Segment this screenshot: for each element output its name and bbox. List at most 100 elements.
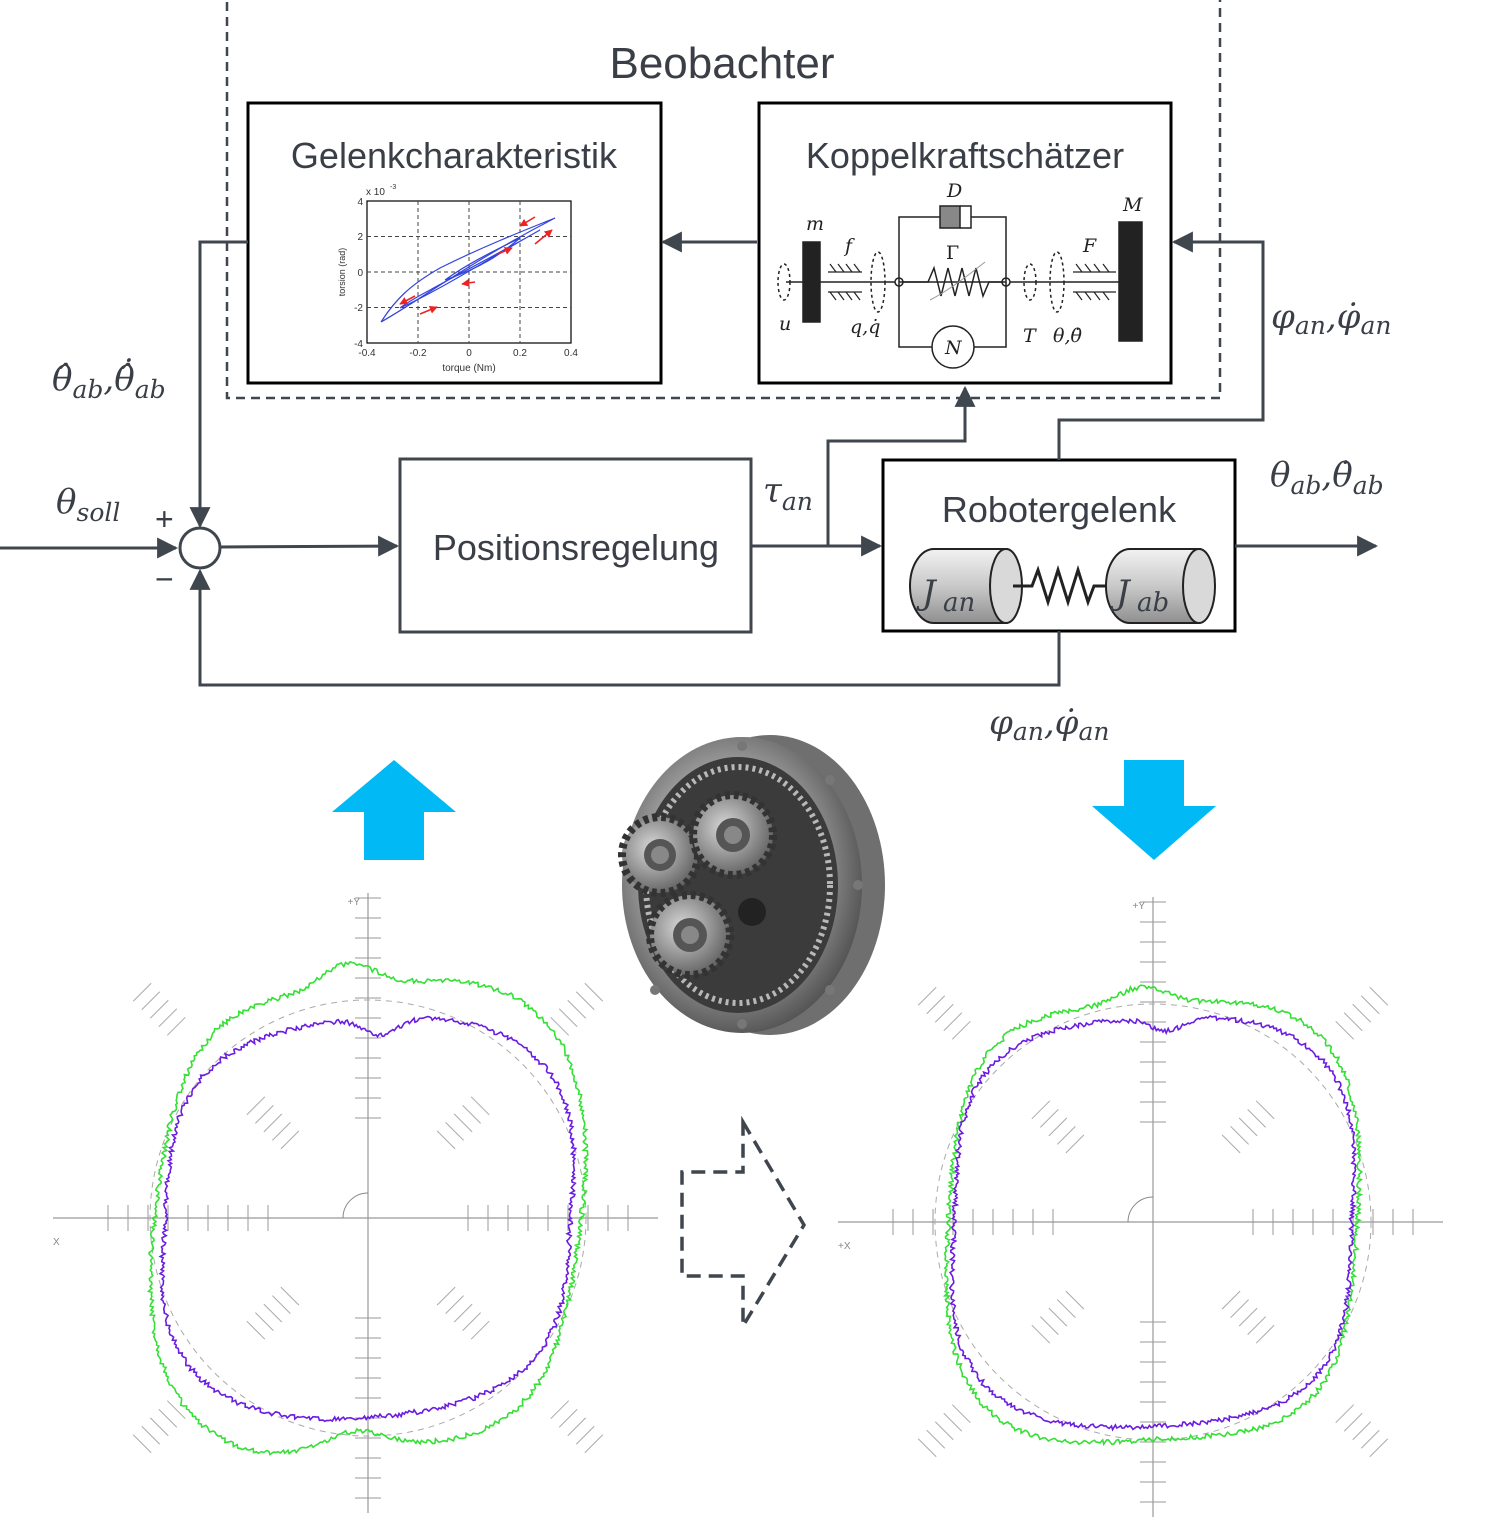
motor-angle-feedback-wire: [189, 568, 1061, 687]
hysteresis-loops: [380, 217, 556, 323]
hatch-mark: [246, 1096, 266, 1116]
hatch-mark: [1352, 1003, 1372, 1023]
sym-M: M: [1122, 194, 1143, 216]
plus-sign: +: [155, 501, 174, 537]
hatch-mark: [1352, 1421, 1372, 1441]
xtick: 0.4: [564, 348, 578, 359]
joint-characteristic-title: Gelenkcharakteristik: [291, 135, 618, 176]
position-control-label: Positionsregelung: [433, 527, 719, 568]
hatch-mark: [462, 1312, 482, 1332]
sym-f: f: [843, 235, 855, 257]
hatch-mark: [1039, 1108, 1059, 1128]
trace-line: [146, 960, 589, 1456]
polar-plot-right: +Y +X: [838, 897, 1443, 1517]
hysteresis-xticks: -0.4 -0.2 0 0.2 0.4: [358, 348, 578, 359]
hatch-mark: [166, 1400, 186, 1420]
hatch-mark: [462, 1104, 482, 1124]
hatch-mark: [436, 1286, 456, 1306]
hysteresis-arrows: [399, 216, 553, 315]
hatch-mark: [951, 1404, 971, 1424]
ytick: 0: [357, 268, 363, 279]
hatch-mark: [1039, 1316, 1059, 1336]
sym-N: N: [944, 337, 963, 359]
hatch-mark: [141, 991, 161, 1011]
sym-u: u: [779, 313, 791, 335]
inertia-an-cylinder: J an: [909, 548, 1023, 624]
hatch-mark: [550, 1016, 570, 1036]
hatch-mark: [453, 1113, 473, 1133]
up-arrow-icon: [332, 760, 456, 860]
hatch-mark: [926, 1429, 946, 1449]
gearbox-image: [618, 735, 885, 1035]
hatch-mark: [575, 1425, 595, 1445]
hatch-mark: [926, 995, 946, 1015]
x-axis-label: X: [53, 1237, 60, 1248]
y-axis-label: +Y: [1132, 901, 1145, 912]
j-ab-sub: ab: [1137, 588, 1169, 618]
estimate-feedback-wire: [189, 240, 248, 529]
hatch-mark: [1247, 1108, 1267, 1128]
hatch-mark: [132, 982, 152, 1002]
gear-icon: [689, 791, 777, 879]
hatch-mark: [254, 1312, 274, 1332]
xtick: 0.2: [513, 348, 527, 359]
minus-sign: −: [155, 561, 174, 597]
tau-an-label: τan: [763, 471, 813, 516]
joint-characteristic-block: Gelenkcharakteristik x 10 -3 4 2 0: [246, 101, 663, 385]
sym-F: F: [1082, 235, 1097, 257]
hatch-mark: [917, 986, 937, 1006]
hatch-mark: [436, 1130, 456, 1150]
hatch-mark: [917, 1438, 937, 1458]
hatch-mark: [575, 991, 595, 1011]
hatch-mark: [132, 1434, 152, 1454]
hatch-mark: [272, 1295, 291, 1314]
gear-icon: [618, 813, 702, 897]
j-an-sub: an: [943, 588, 975, 618]
sym-q: q,q̇: [850, 316, 880, 338]
hatch-mark: [280, 1286, 300, 1306]
hatch-mark: [149, 1417, 169, 1437]
ytick: 4: [357, 197, 363, 208]
sym-Gamma: Γ: [946, 242, 959, 264]
control-loop: Positionsregelung Robotergelenk J an J a…: [0, 231, 1379, 687]
x-axis-label: +X: [838, 1241, 851, 1252]
inertia-ab-cylinder: J ab: [1105, 548, 1216, 624]
j-an-label: J: [916, 573, 938, 613]
hysteresis-yticks: 4 2 0 -2 -4: [354, 197, 363, 350]
observer-group: Beobachter Gelenkcharakteristik x 10 -3: [225, 0, 1222, 400]
hatch-mark: [272, 1122, 291, 1141]
hatch-mark: [445, 1295, 464, 1314]
ytick: -2: [354, 303, 363, 314]
hatch-mark: [149, 999, 169, 1019]
sym-theta: θ,θ̇: [1053, 325, 1082, 347]
hatch-mark: [1247, 1316, 1267, 1336]
hatch-mark: [1221, 1290, 1241, 1310]
hatch-mark: [1057, 1126, 1076, 1145]
hatch-mark: [1343, 1412, 1363, 1432]
hatch-mark: [951, 1020, 971, 1040]
hatch-mark: [1031, 1100, 1051, 1120]
hatch-mark: [943, 1412, 963, 1432]
hatch-mark: [1238, 1307, 1258, 1327]
hatch-mark: [470, 1320, 490, 1340]
sym-m: m: [806, 213, 824, 235]
trace-line: [948, 1014, 1358, 1432]
dashed-right-arrow-icon: [680, 1115, 807, 1333]
hatch-mark: [1255, 1324, 1275, 1344]
position-control-block: [398, 457, 753, 634]
hatch-mark: [1238, 1117, 1258, 1137]
hatch-mark: [1369, 1438, 1389, 1458]
sym-D: D: [946, 180, 962, 202]
torque-branch-wire: [826, 385, 976, 546]
hatch-mark: [263, 1303, 283, 1323]
hatch-mark: [584, 982, 604, 1002]
hatch-mark: [1369, 986, 1389, 1006]
hatch-mark: [1065, 1290, 1085, 1310]
hysteresis-exponent: x 10: [366, 187, 385, 198]
hatch-mark: [158, 1008, 178, 1028]
hatch-mark: [280, 1130, 300, 1150]
hatch-mark: [254, 1104, 274, 1124]
trace-line: [942, 984, 1364, 1447]
hatch-mark: [1230, 1299, 1249, 1318]
